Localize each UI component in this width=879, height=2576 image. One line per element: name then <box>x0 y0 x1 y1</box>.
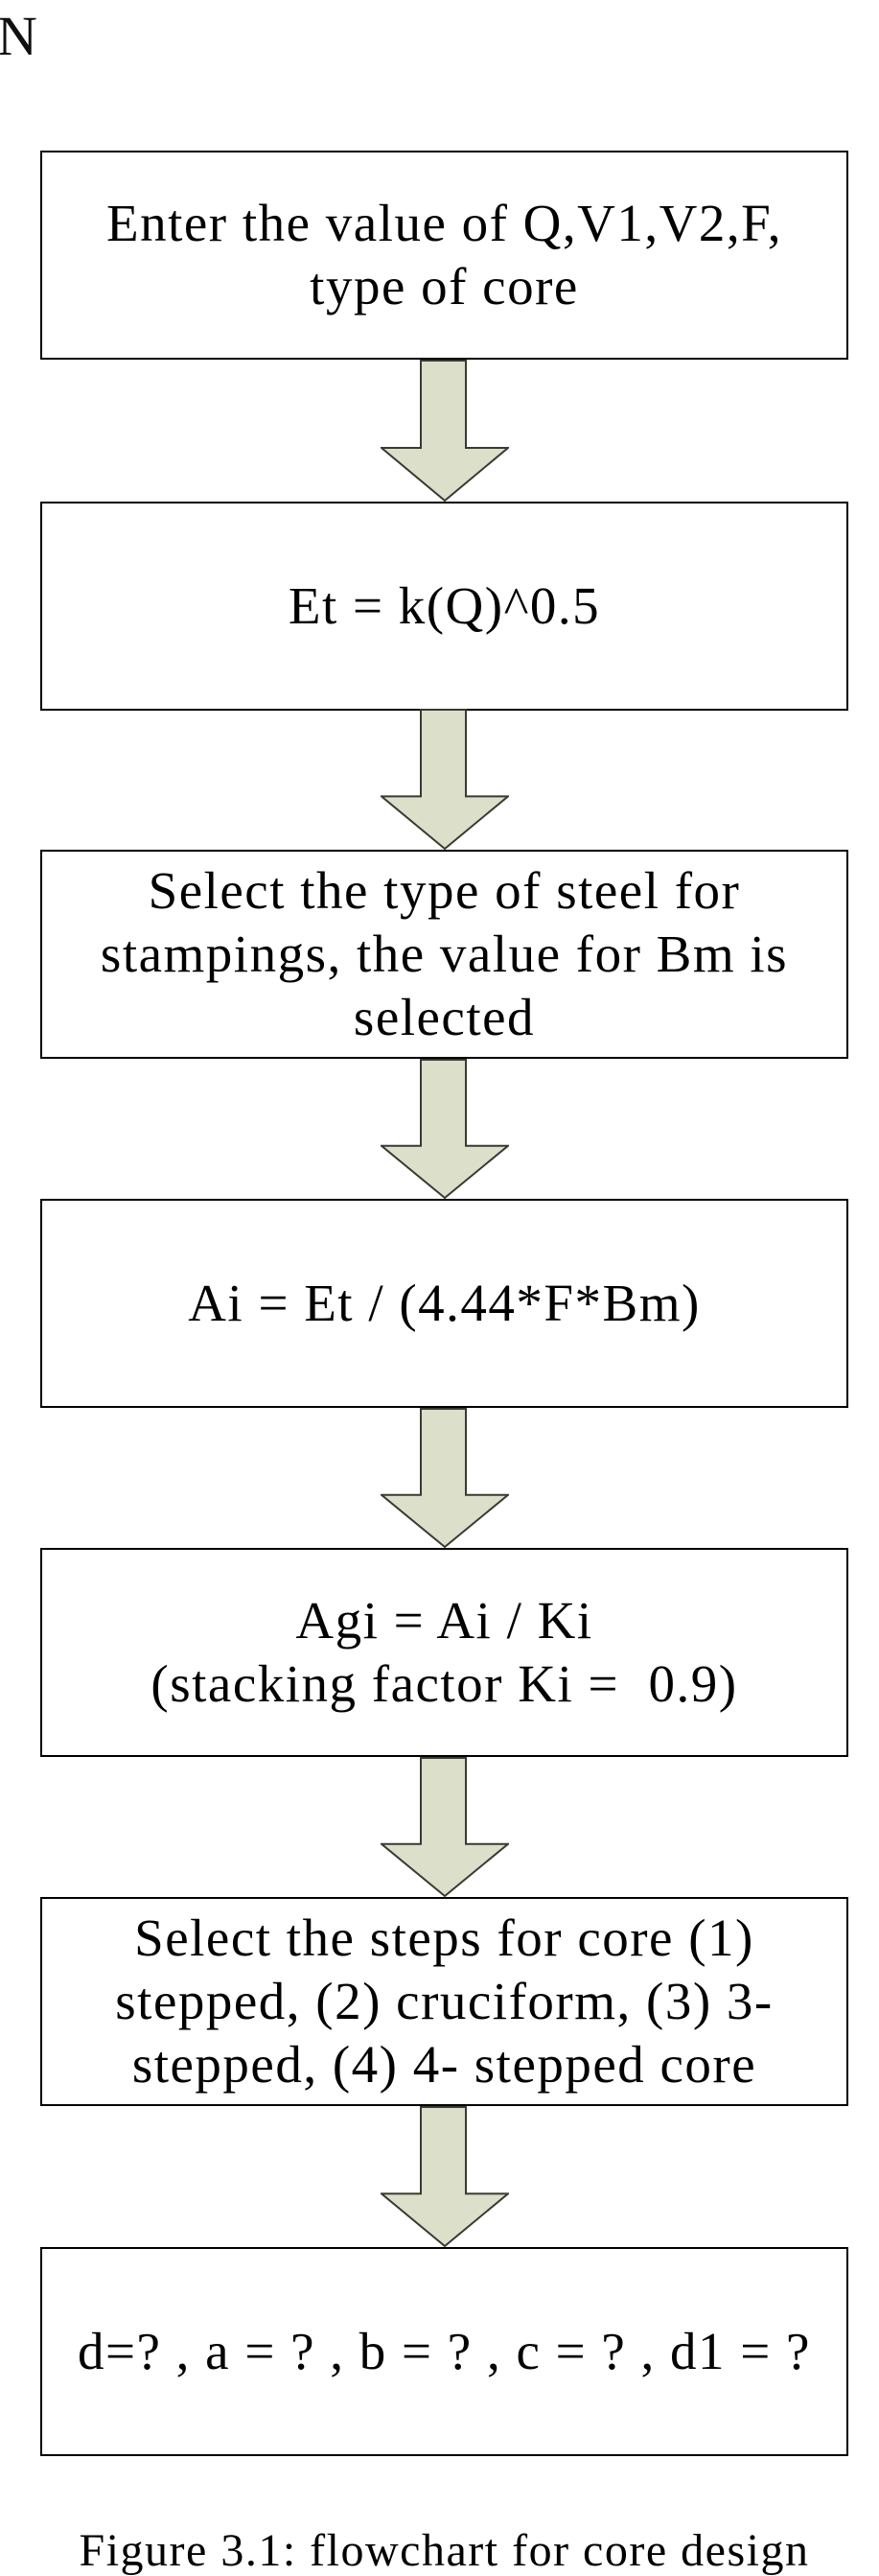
down-arrow-icon <box>381 1408 509 1548</box>
flow-step-box-inputs: Enter the value of Q,V1,V2,F, type of co… <box>40 151 848 360</box>
figure-caption: Figure 3.1: flowchart for core design <box>79 2525 810 2576</box>
down-arrow-icon <box>381 709 509 850</box>
down-arrow-icon <box>381 1757 509 1897</box>
flow-step-text: Select the steps for core (1) stepped, (… <box>115 1909 774 2094</box>
heading-text-fragment: N <box>0 5 37 67</box>
down-arrow-icon <box>381 1059 509 1199</box>
flow-step-box-dimensions: d=? , a = ? , b = ? , c = ? , d1 = ? <box>40 2247 848 2456</box>
flow-step-box-core-steps: Select the steps for core (1) stepped, (… <box>40 1897 848 2106</box>
flow-step-text: Et = k(Q)^0.5 <box>288 576 601 635</box>
flow-step-box-emf-per-turn: Et = k(Q)^0.5 <box>40 502 848 711</box>
flow-step-text: Select the type of steel for stampings, … <box>100 861 789 1046</box>
flow-step-box-core-area: Ai = Et / (4.44*F*Bm) <box>40 1199 848 1408</box>
flow-step-text: Agi = Ai / Ki (stacking factor Ki = 0.9) <box>150 1591 738 1713</box>
flow-step-box-steel-selection: Select the type of steel for stampings, … <box>40 850 848 1059</box>
flow-step-text: d=? , a = ? , b = ? , c = ? , d1 = ? <box>78 2322 811 2380</box>
flow-step-box-gross-area: Agi = Ai / Ki (stacking factor Ki = 0.9) <box>40 1548 848 1757</box>
flow-step-text: Ai = Et / (4.44*F*Bm) <box>188 1274 701 1332</box>
flow-step-text: Enter the value of Q,V1,V2,F, type of co… <box>105 194 783 316</box>
down-arrow-icon <box>381 2106 509 2247</box>
down-arrow-icon <box>381 360 509 502</box>
